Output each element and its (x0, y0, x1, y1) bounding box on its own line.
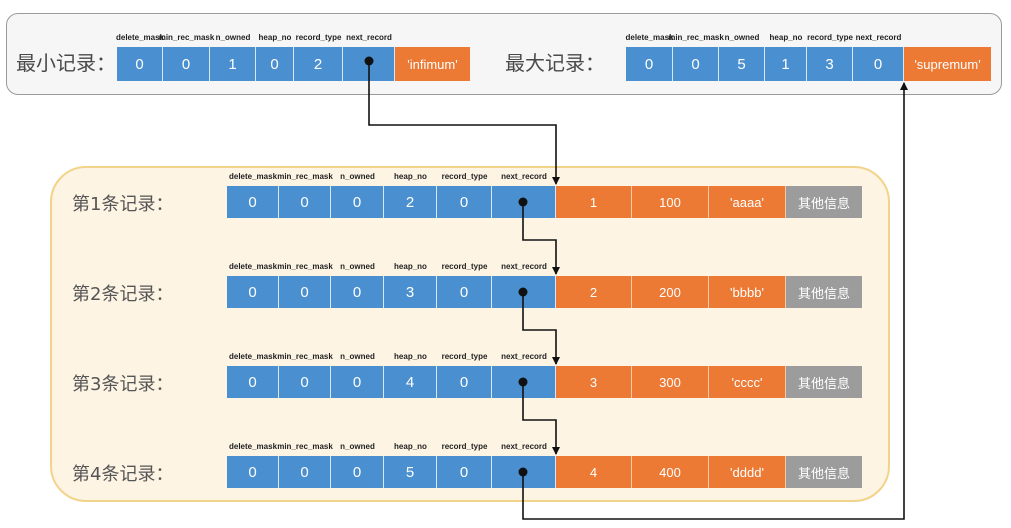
record-1-string-value-cell: 'aaaa' (709, 186, 786, 218)
record-1-n-owned-cell: 0 (331, 186, 384, 218)
record-3-delete-mask-cell: 0 (227, 366, 279, 398)
infimum-heap-no-header: heap_no (258, 33, 292, 42)
record-2-heap-no-header: heap_no (394, 262, 427, 271)
supremum-min-rec-mask-header: min_rec_mask (668, 33, 724, 42)
record-3-column-value-cell: 300 (632, 366, 709, 398)
record-4-delete-mask-header: delete_mask (228, 442, 278, 451)
record-4-next-record-header: next_record (501, 442, 547, 451)
record-1-to-record-2-arrow (522, 202, 560, 275)
record-4-string-value-cell: 'dddd' (709, 456, 786, 488)
record-1-column-value-cell: 100 (632, 186, 709, 218)
record-3-label: 第3条记录： (72, 374, 174, 395)
record-4-primary-key-cell: 4 (556, 456, 632, 488)
supremum-record-type-header: record_type (807, 33, 853, 42)
record-3-n-owned-cell: 0 (331, 366, 384, 398)
record-4-delete-mask-cell: 0 (227, 456, 279, 488)
record-3-delete-mask-header: delete_mask (228, 352, 278, 361)
record-4-heap-no-cell: 5 (384, 456, 437, 488)
record-1-record-type-cell: 0 (437, 186, 492, 218)
supremum-n-owned-cell: 5 (719, 47, 765, 81)
supremum-n-owned-header: n_owned (724, 33, 760, 42)
record-4-n-owned-header: n_owned (340, 442, 375, 451)
record-4-to-supremum-arrow (522, 82, 908, 520)
record-2-min-rec-mask-cell: 0 (279, 276, 331, 308)
infimum-label: 最小记录： (16, 51, 116, 75)
infimum-delete-mask-cell: 0 (117, 47, 163, 81)
supremum-data-cell: 'supremum' (904, 47, 991, 81)
record-2-record-type-cell: 0 (437, 276, 492, 308)
supremum-label: 最大记录： (505, 51, 605, 75)
record-2-to-record-3-arrow (522, 292, 560, 365)
infimum-n-owned-cell: 1 (210, 47, 256, 81)
record-1-heap-no-header: heap_no (394, 172, 427, 181)
record-1-label: 第1条记录： (72, 194, 174, 215)
record-1-delete-mask-header: delete_mask (228, 172, 278, 181)
record-4-n-owned-cell: 0 (331, 456, 384, 488)
record-2-heap-no-cell: 3 (384, 276, 437, 308)
supremum-next-record-header: next_record (855, 33, 902, 42)
record-4-column-value-cell: 400 (632, 456, 709, 488)
infimum-record-type-header: record_type (295, 33, 342, 42)
supremum-heap-no-cell: 1 (765, 47, 807, 81)
record-3-heap-no-cell: 4 (384, 366, 437, 398)
record-3-n-owned-header: n_owned (340, 352, 375, 361)
record-2-record-type-header: record_type (441, 262, 488, 271)
supremum-record-type-cell: 3 (807, 47, 853, 81)
record-1-record-type-header: record_type (441, 172, 488, 181)
infimum-delete-mask-header: delete_mask (115, 33, 165, 42)
record-2-column-value-cell: 200 (632, 276, 709, 308)
record-4-heap-no-header: heap_no (394, 442, 427, 451)
record-1-delete-mask-cell: 0 (227, 186, 279, 218)
record-3-min-rec-mask-cell: 0 (279, 366, 331, 398)
record-1-heap-no-cell: 2 (384, 186, 437, 218)
supremum-delete-mask-header: delete_mask (625, 33, 674, 42)
record-1-min-rec-mask-header: min_rec_mask (277, 172, 333, 181)
record-4-label: 第4条记录： (72, 464, 174, 485)
supremum-delete-mask-cell: 0 (626, 47, 673, 81)
record-4-min-rec-mask-header: min_rec_mask (277, 442, 333, 451)
record-1-primary-key-cell: 1 (556, 186, 632, 218)
record-2-primary-key-cell: 2 (556, 276, 632, 308)
infimum-min-rec-mask-header: min_rec_mask (158, 33, 215, 42)
record-1-n-owned-header: n_owned (340, 172, 375, 181)
record-4-other-info-cell: 其他信息 (786, 456, 862, 488)
infimum-next-record-header: next_record (346, 33, 392, 42)
record-2-n-owned-header: n_owned (340, 262, 375, 271)
record-2-min-rec-mask-header: min_rec_mask (277, 262, 333, 271)
record-3-primary-key-cell: 3 (556, 366, 632, 398)
record-3-record-type-header: record_type (441, 352, 488, 361)
record-2-n-owned-cell: 0 (331, 276, 384, 308)
infimum-heap-no-cell: 0 (256, 47, 294, 81)
record-2-string-value-cell: 'bbbb' (709, 276, 786, 308)
record-3-next-record-header: next_record (501, 352, 547, 361)
record-2-next-record-header: next_record (501, 262, 547, 271)
infimum-n-owned-header: n_owned (215, 33, 251, 42)
record-4-record-type-header: record_type (441, 442, 488, 451)
record-3-to-record-4-arrow (522, 382, 560, 455)
record-3-heap-no-header: heap_no (394, 352, 427, 361)
user-records-panel (50, 166, 890, 502)
record-1-next-record-header: next_record (501, 172, 547, 181)
record-2-label: 第2条记录： (72, 284, 174, 305)
record-1-other-info-cell: 其他信息 (786, 186, 862, 218)
record-3-other-info-cell: 其他信息 (786, 366, 862, 398)
infimum-data-cell: 'infimum' (395, 47, 470, 81)
supremum-heap-no-header: heap_no (769, 33, 803, 42)
record-2-delete-mask-cell: 0 (227, 276, 279, 308)
infimum-record-type-cell: 2 (294, 47, 343, 81)
infimum-min-rec-mask-cell: 0 (163, 47, 210, 81)
record-1-min-rec-mask-cell: 0 (279, 186, 331, 218)
record-3-min-rec-mask-header: min_rec_mask (277, 352, 333, 361)
record-4-record-type-cell: 0 (437, 456, 492, 488)
supremum-min-rec-mask-cell: 0 (673, 47, 719, 81)
infimum-to-record-1-arrow (368, 61, 560, 185)
record-2-other-info-cell: 其他信息 (786, 276, 862, 308)
supremum-next-record-cell: 0 (853, 47, 904, 81)
record-3-string-value-cell: 'cccc' (709, 366, 786, 398)
record-2-delete-mask-header: delete_mask (228, 262, 278, 271)
record-4-min-rec-mask-cell: 0 (279, 456, 331, 488)
record-3-record-type-cell: 0 (437, 366, 492, 398)
